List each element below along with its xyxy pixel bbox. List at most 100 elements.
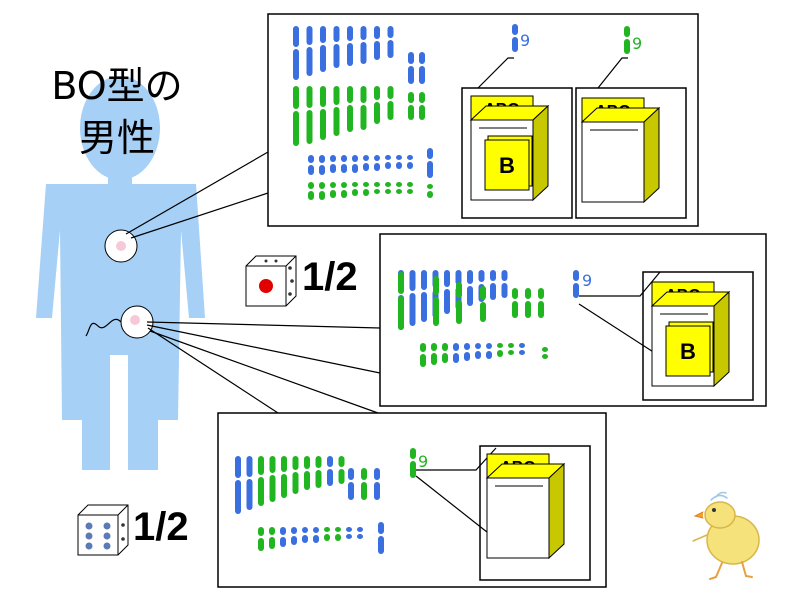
chromosome [302,527,308,543]
chromosome [313,527,319,543]
chromosome [320,26,326,72]
chromosome [308,155,314,175]
chromosome [347,86,353,132]
chromosome [374,155,380,171]
chromosome [525,288,531,318]
chromosome [427,148,433,178]
chromosome [467,270,473,306]
chromosome [385,182,391,194]
probability-label: 1/2 [302,255,358,299]
chromosome [304,456,310,490]
chromosome [330,182,336,198]
chromosome [320,86,326,140]
chromosome [456,282,462,324]
chromosome [410,448,416,478]
chromosome-9-label: 9 [418,452,428,471]
chromosome [258,527,264,551]
title-line-1: BO型の [51,64,183,108]
chromosome [480,286,486,322]
chromosome [407,182,413,194]
gene-locus-box: ABO [485,453,566,560]
chromosome-set-diploid [293,24,630,200]
chromosome [442,343,448,363]
chromosome [319,182,325,200]
panel-sperm-b: 9 ABOB [379,233,767,407]
chromosome [396,182,402,194]
panel-father-cell: 9 9 ABOBABO [267,13,699,227]
chromosome [341,155,347,173]
chromosome [292,456,299,494]
chromosome [433,276,439,326]
chromosome [419,52,425,84]
page-title: BO型の 男性 [32,60,202,164]
chromosome [497,343,503,357]
chromosome [378,522,384,554]
chromosome [421,270,427,322]
chromosome [357,527,363,539]
chromosome [269,527,275,549]
gene-locus-box: ABOB [650,281,731,388]
chromosome [519,343,525,355]
chromosome [374,468,380,500]
chromosome [512,288,518,318]
chromosome [324,527,330,541]
sperm-cell [85,305,154,339]
chromosome [235,456,241,514]
chromosome [464,343,470,361]
chromosome [444,270,450,314]
die-one-icon [245,255,297,307]
chromosome [291,527,297,545]
chromosome [427,184,433,198]
chromosome [269,456,276,502]
chromosome [333,26,340,68]
body-cell [104,229,138,263]
chromosome [490,270,496,300]
chromosome [333,86,340,136]
chromosome [280,527,286,547]
chromosome [306,86,313,144]
chromosome [315,456,322,488]
chromosome [398,272,404,330]
chromosome [341,182,347,198]
chromosome [330,155,336,173]
gene-locus-box: ABO [580,97,661,204]
chromosome [363,155,369,171]
chromosome [486,343,492,359]
allele-label: B [499,153,515,178]
chromosome [374,182,380,194]
chromosome [293,26,299,80]
chromosome-9-label: 9 [582,271,592,290]
chromosome [501,270,508,298]
allele-label: B [680,339,696,364]
chromosome [335,527,341,541]
chromosome [387,26,394,58]
chromosome [352,182,358,196]
chromosome [308,182,314,200]
chromosome [624,26,630,54]
chromosome [319,155,325,175]
chromosome [338,456,345,484]
probability-label: 1/2 [133,505,189,549]
chromosome [374,86,380,124]
chromosome [363,182,369,196]
chromosome [573,270,579,298]
chromosome [246,456,253,510]
chromosome [408,52,414,84]
panel-sperm-o: 9 ABO [217,412,607,588]
chromosome [396,155,402,169]
chromosome [420,343,426,367]
chromosome-9-label: 9 [632,34,642,53]
chromosome [374,26,380,60]
chromosome [409,270,416,326]
chromosome [419,92,425,120]
chromosome [512,24,518,52]
gene-locus-box: ABOB [469,95,550,202]
chromosome [348,468,354,500]
chromosome [385,155,391,169]
chromosome [453,343,459,363]
chromosome [360,26,367,64]
chromosome [508,343,514,355]
chromosome [293,86,299,146]
chromosome [306,26,313,76]
chromosome [431,343,437,365]
